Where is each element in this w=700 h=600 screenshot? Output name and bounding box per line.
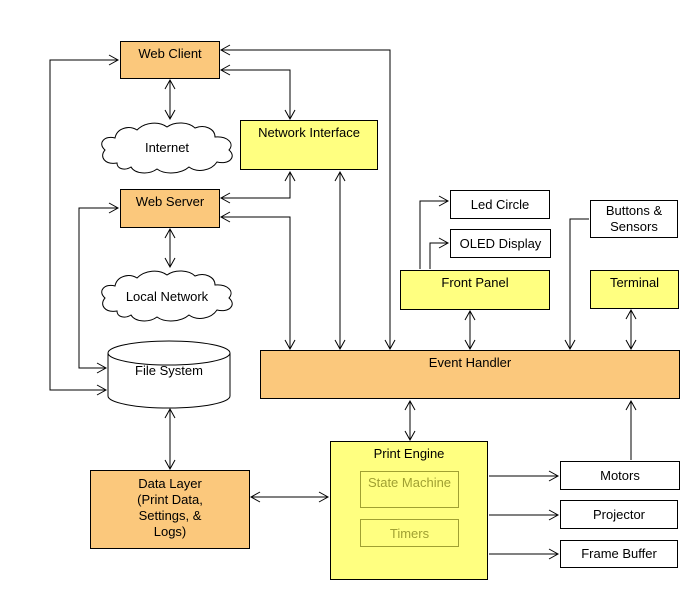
file-system-cylinder-body bbox=[108, 353, 230, 408]
file-system-cylinder-top bbox=[108, 341, 230, 365]
edge-front-panel-led-circle bbox=[420, 201, 448, 269]
edge-web-server-network-interface bbox=[221, 172, 290, 198]
edge-web-client-event-handler bbox=[221, 50, 390, 349]
node-state-machine: State Machine bbox=[360, 471, 459, 508]
node-frame-buffer: Frame Buffer bbox=[560, 540, 678, 568]
node-event-handler: Event Handler bbox=[260, 350, 680, 399]
edge-web-server-event-handler bbox=[221, 217, 290, 349]
node-web-client: Web Client bbox=[120, 41, 220, 79]
node-buttons-sensors: Buttons & Sensors bbox=[590, 200, 678, 238]
edge-buttons-sensors-event-handler bbox=[570, 219, 589, 349]
node-projector: Projector bbox=[560, 500, 678, 529]
node-data-layer: Data Layer (Print Data, Settings, & Logs… bbox=[90, 470, 250, 549]
node-network-interface: Network Interface bbox=[240, 120, 378, 170]
node-oled-display: OLED Display bbox=[450, 229, 551, 258]
node-terminal: Terminal bbox=[590, 270, 679, 309]
internet-cloud-shape bbox=[102, 123, 232, 173]
edge-web-client-network-interface bbox=[221, 70, 290, 119]
node-motors: Motors bbox=[560, 461, 680, 490]
node-front-panel: Front Panel bbox=[400, 270, 550, 310]
edge-web-client-file-system bbox=[50, 60, 118, 390]
node-web-server: Web Server bbox=[120, 189, 220, 228]
node-timers: Timers bbox=[360, 519, 459, 547]
edge-web-server-file-system bbox=[79, 208, 118, 368]
node-led-circle: Led Circle bbox=[450, 190, 550, 219]
node-print-engine: Print Engine bbox=[330, 441, 488, 580]
local-network-cloud-shape bbox=[102, 271, 232, 321]
edge-front-panel-oled-display bbox=[430, 243, 448, 269]
